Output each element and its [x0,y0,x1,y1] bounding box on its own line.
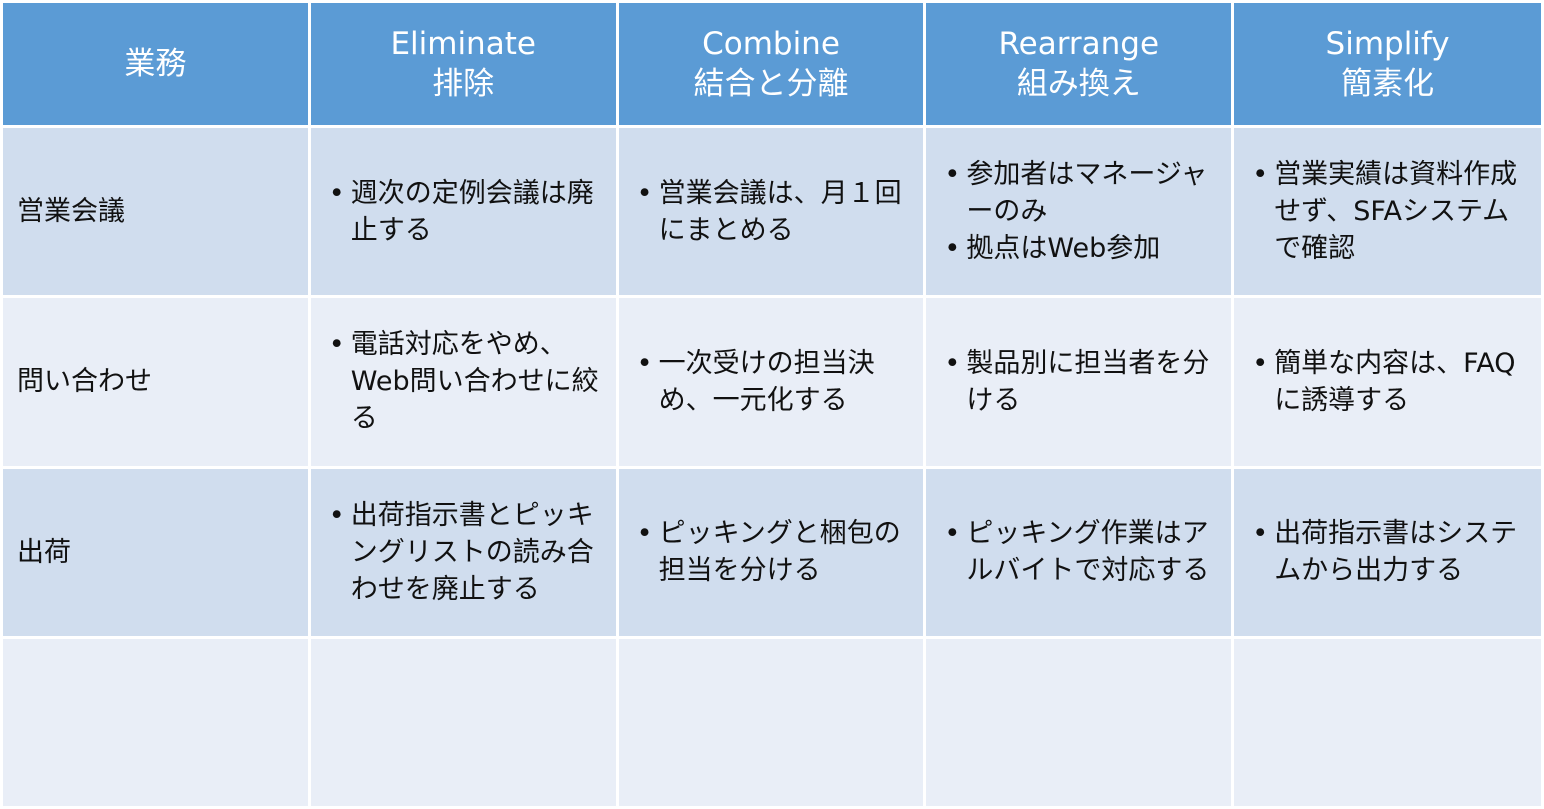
empty-cell [310,638,616,806]
bullet-item: ピッキング作業はアルバイトで対応する [942,515,1217,589]
header-subtitle: 簡素化 [1341,66,1435,102]
empty-row [3,638,1541,806]
rearrange-cell: 参加者はマネージャーのみ 拠点はWeb参加 [926,128,1232,296]
header-title: Combine [702,26,840,62]
bullet-list: 製品別に担当者を分ける [942,345,1217,419]
bullet-list: ピッキングと梱包の担当を分ける [635,515,910,589]
bullet-item: 電話対応をやめ、Web問い合わせに絞る [327,326,602,437]
rearrange-cell: 製品別に担当者を分ける [926,298,1232,466]
empty-cell [618,638,924,806]
bullet-item: ピッキングと梱包の担当を分ける [635,515,910,589]
header-title: Simplify [1325,26,1450,62]
header-subtitle: 結合と分離 [693,66,849,102]
bullet-list: 出荷指示書はシステムから出力する [1250,515,1527,589]
task-cell: 問い合わせ [3,298,308,466]
rearrange-cell: ピッキング作業はアルバイトで対応する [926,468,1232,636]
header-cell-eliminate: Eliminate 排除 [310,3,616,125]
header-title: Rearrange [998,26,1160,62]
bullet-item: 出荷指示書はシステムから出力する [1250,515,1527,589]
bullet-item: 拠点はWeb参加 [942,230,1217,267]
bullet-item: 週次の定例会議は廃止する [327,175,602,249]
empty-cell [3,638,308,806]
bullet-item: 参加者はマネージャーのみ [942,156,1217,230]
eliminate-cell: 電話対応をやめ、Web問い合わせに絞る [310,298,616,466]
bullet-list: 営業実績は資料作成せず、SFAシステムで確認 [1250,156,1527,267]
bullet-list: 一次受けの担当決め、一元化する [635,345,910,419]
bullet-item: 製品別に担当者を分ける [942,345,1217,419]
simplify-cell: 出荷指示書はシステムから出力する [1234,468,1541,636]
header-subtitle: 排除 [432,66,495,102]
header-cell-simplify: Simplify 簡素化 [1234,3,1541,125]
bullet-item: 営業会議は、月１回にまとめる [635,175,910,249]
eliminate-cell: 週次の定例会議は廃止する [310,128,616,296]
table-row: 問い合わせ 電話対応をやめ、Web問い合わせに絞る 一次受けの担当決め、一元化す… [3,298,1541,466]
bullet-list: 営業会議は、月１回にまとめる [635,175,910,249]
table-row: 出荷 出荷指示書とピッキングリストの読み合わせを廃止する ピッキングと梱包の担当… [3,468,1541,636]
bullet-list: 週次の定例会議は廃止する [327,175,602,249]
bullet-list: 電話対応をやめ、Web問い合わせに絞る [327,326,602,437]
empty-cell [1234,638,1541,806]
bullet-list: 参加者はマネージャーのみ 拠点はWeb参加 [942,156,1217,267]
table-row: 営業会議 週次の定例会議は廃止する 営業会議は、月１回にまとめる 参加者はマネー… [3,128,1541,296]
simplify-cell: 簡単な内容は、FAQに誘導する [1234,298,1541,466]
bullet-list: ピッキング作業はアルバイトで対応する [942,515,1217,589]
task-cell: 出荷 [3,468,308,636]
combine-cell: ピッキングと梱包の担当を分ける [618,468,924,636]
simplify-cell: 営業実績は資料作成せず、SFAシステムで確認 [1234,128,1541,296]
header-row: 業務 Eliminate 排除 Combine 結合と分離 Rearrange … [3,3,1541,125]
header-cell-rearrange: Rearrange 組み換え [926,3,1232,125]
bullet-item: 簡単な内容は、FAQに誘導する [1250,345,1527,419]
bullet-item: 一次受けの担当決め、一元化する [635,345,910,419]
eliminate-cell: 出荷指示書とピッキングリストの読み合わせを廃止する [310,468,616,636]
bullet-list: 出荷指示書とピッキングリストの読み合わせを廃止する [327,497,602,608]
header-cell-combine: Combine 結合と分離 [618,3,924,125]
header-subtitle: 組み換え [1016,66,1141,102]
combine-cell: 営業会議は、月１回にまとめる [618,128,924,296]
header-title: 業務 [124,46,187,82]
combine-cell: 一次受けの担当決め、一元化する [618,298,924,466]
task-cell: 営業会議 [3,128,308,296]
header-cell-task: 業務 [3,3,308,125]
empty-cell [926,638,1232,806]
header-title: Eliminate [390,26,536,62]
bullet-item: 出荷指示書とピッキングリストの読み合わせを廃止する [327,497,602,608]
bullet-item: 営業実績は資料作成せず、SFAシステムで確認 [1250,156,1527,267]
bullet-list: 簡単な内容は、FAQに誘導する [1250,345,1527,419]
